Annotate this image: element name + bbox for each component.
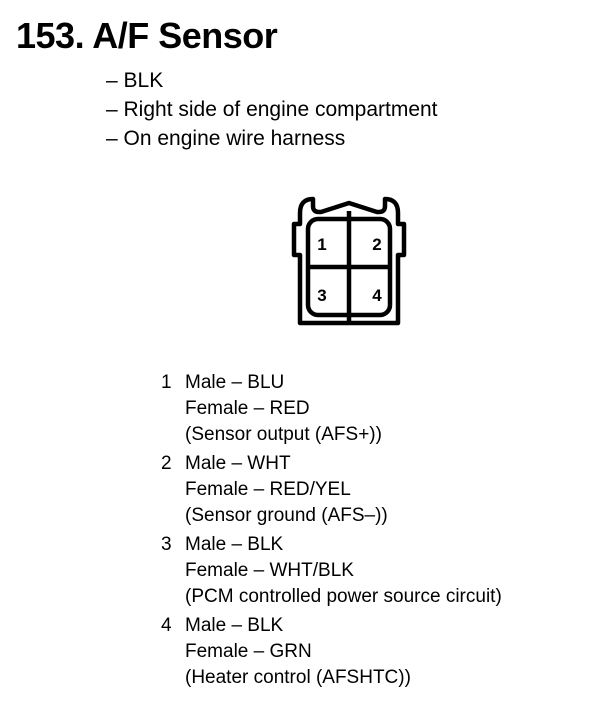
pin-number: 2 (161, 453, 172, 474)
pin-number: 1 (161, 372, 172, 393)
connector-info: – BLK – Right side of engine compartment… (106, 66, 438, 153)
pin-male-wire: Male – BLK (185, 534, 284, 555)
connector-harness: – On engine wire harness (106, 127, 346, 150)
pin-list: 1 Male – BLU Female – RED (Sensor output… (161, 370, 502, 694)
pin-female-wire: Female – GRN (185, 641, 312, 662)
terminal-4: 4 (372, 286, 382, 305)
pin-female-wire: Female – RED (185, 398, 310, 419)
pin-male-wire: Male – BLU (185, 372, 285, 393)
pin-description: (Sensor output (AFS+)) (185, 424, 382, 445)
connector-color: – BLK (106, 69, 164, 92)
connector-location: – Right side of engine compartment (106, 98, 438, 121)
connector-housing (291, 196, 407, 326)
pin-female-wire: Female – WHT/BLK (185, 560, 354, 581)
pin-description: (Sensor ground (AFS–)) (185, 505, 388, 526)
pin-item: 3 Male – BLK Female – WHT/BLK (PCM contr… (161, 532, 502, 610)
terminal-2: 2 (372, 235, 381, 254)
pin-number: 3 (161, 534, 172, 555)
terminal-1: 1 (317, 235, 326, 254)
page-title: 153. A/F Sensor (16, 15, 278, 56)
pin-male-wire: Male – WHT (185, 453, 291, 474)
pin-description: (PCM controlled power source circuit) (185, 586, 502, 607)
connector-diagram: 1 2 3 4 (291, 196, 407, 326)
pin-item: 4 Male – BLK Female – GRN (Heater contro… (161, 613, 502, 691)
pin-item: 2 Male – WHT Female – RED/YEL (Sensor gr… (161, 451, 502, 529)
pin-item: 1 Male – BLU Female – RED (Sensor output… (161, 370, 502, 448)
pin-number: 4 (161, 615, 172, 636)
pin-female-wire: Female – RED/YEL (185, 479, 351, 500)
pin-description: (Heater control (AFSHTC)) (185, 667, 411, 688)
pin-male-wire: Male – BLK (185, 615, 284, 636)
terminal-3: 3 (317, 286, 326, 305)
